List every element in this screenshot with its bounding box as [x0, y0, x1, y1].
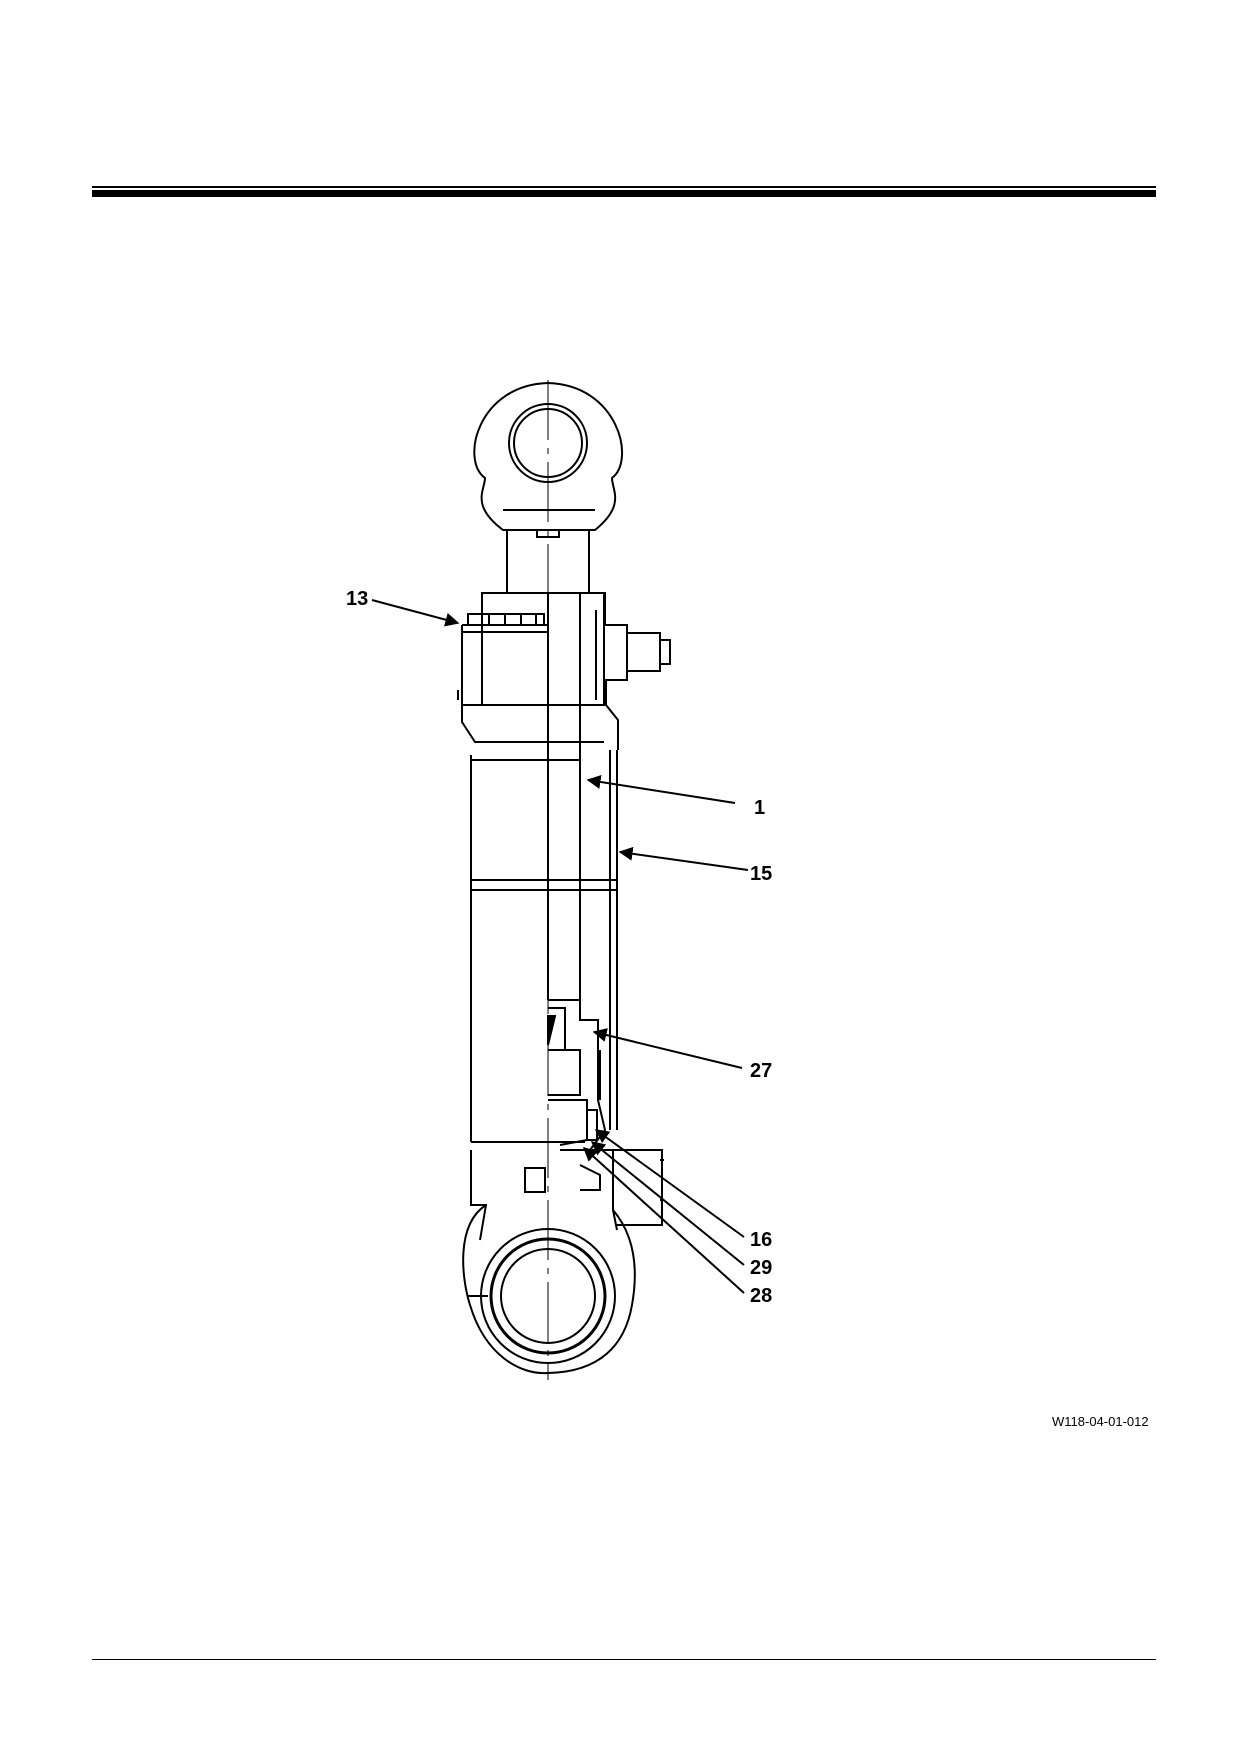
leader-28: [582, 1147, 745, 1294]
cylinder-bottom: [470, 1149, 664, 1241]
bottom-eye: [462, 1204, 636, 1375]
callout-28: 28: [750, 1285, 772, 1307]
callout-27: 27: [750, 1060, 772, 1082]
leader-13: [371, 599, 460, 627]
callout-15: 15: [750, 863, 772, 885]
leader-27: [592, 1028, 743, 1069]
footer-rule: [92, 1659, 1156, 1660]
header-rule-thick: [92, 190, 1156, 197]
callout-13: 13: [346, 588, 368, 610]
cylinder-drawing: [457, 381, 671, 1375]
header-rule-thin: [92, 186, 1156, 188]
cylinder-head: [457, 592, 671, 750]
figure-reference: W118-04-01-012: [1052, 1414, 1149, 1429]
callout-16: 16: [750, 1229, 772, 1251]
leader-15: [618, 846, 749, 871]
leader-16: [594, 1129, 745, 1238]
leader-29: [590, 1141, 745, 1266]
piston: [547, 999, 607, 1151]
callout-29: 29: [750, 1257, 772, 1279]
callout-1: 1: [754, 797, 765, 819]
leader-1: [586, 775, 736, 804]
